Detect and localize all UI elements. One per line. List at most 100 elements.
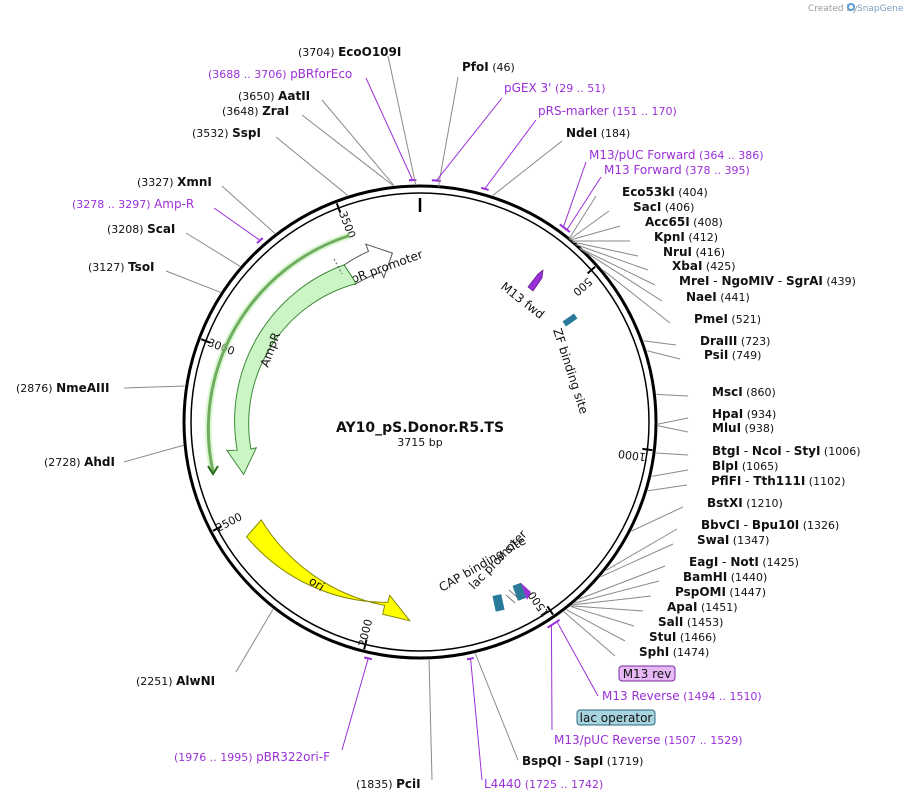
primer-range: (1507 .. 1529) bbox=[661, 734, 743, 747]
snapgene-logo-icon bbox=[847, 3, 855, 11]
enzyme-site-label[interactable]: XbaI (425) bbox=[672, 259, 735, 273]
enzyme-site-label[interactable]: PsiI (749) bbox=[704, 348, 761, 362]
svg-text:PfoI (46): PfoI (46) bbox=[462, 60, 515, 74]
enzyme-site-label[interactable]: (3327) XmnI bbox=[137, 175, 212, 189]
enzyme-separator: - bbox=[740, 444, 752, 458]
enzyme-site-label[interactable]: BspQI - SapI (1719) bbox=[522, 754, 643, 768]
enzyme-name: NaeI bbox=[686, 290, 717, 304]
enzyme-site-label[interactable]: PflFI - Tth111I (1102) bbox=[711, 474, 845, 488]
enzyme-site-label[interactable]: (3704) EcoO109I bbox=[298, 45, 401, 59]
primer-mark[interactable] bbox=[466, 656, 474, 661]
primer-label[interactable]: (3278 .. 3297) Amp-R bbox=[72, 197, 194, 211]
enzyme-site-label[interactable]: Acc65I (408) bbox=[645, 215, 723, 229]
primer-label[interactable]: (3688 .. 3706) pBRforEco bbox=[208, 67, 352, 81]
enzyme-site-label[interactable]: NruI (416) bbox=[663, 245, 725, 259]
enzyme-site-label[interactable]: StuI (1466) bbox=[649, 630, 716, 644]
enzyme-site-label[interactable]: BtgI - NcoI - StyI (1006) bbox=[712, 444, 861, 458]
enzyme-site-label[interactable]: BlpI (1065) bbox=[712, 459, 778, 473]
enzyme-name: HpaI bbox=[712, 407, 743, 421]
enzyme-name: XbaI bbox=[672, 259, 702, 273]
enzyme-site-label[interactable]: (3127) TsoI bbox=[88, 260, 155, 274]
svg-text:(3688 .. 3706) pBRforEco: (3688 .. 3706) pBRforEco bbox=[208, 67, 352, 81]
primer-label[interactable]: M13 Reverse (1494 .. 1510) bbox=[602, 689, 762, 703]
primer-name: pBRforEco bbox=[290, 67, 352, 81]
enzyme-site-label[interactable]: SacI (406) bbox=[633, 200, 694, 214]
enzyme-position: (938) bbox=[741, 422, 774, 435]
ruler-tick bbox=[642, 447, 653, 452]
primer-range: (378 .. 395) bbox=[682, 164, 750, 177]
enzyme-site-label[interactable]: BbvCI - Bpu10I (1326) bbox=[701, 518, 839, 532]
enzyme-site-label[interactable]: BstXI (1210) bbox=[707, 496, 783, 510]
leader-line bbox=[643, 340, 677, 346]
svg-text:(1976 .. 1995) pBR322ori-F: (1976 .. 1995) pBR322ori-F bbox=[174, 750, 330, 764]
primer-mark[interactable] bbox=[547, 621, 556, 629]
enzyme-position: (749) bbox=[728, 349, 761, 362]
enzyme-name: TsoI bbox=[128, 260, 154, 274]
enzyme-site-label[interactable]: MscI (860) bbox=[712, 385, 776, 399]
lac-promoter-mark[interactable] bbox=[512, 582, 531, 601]
primer-label[interactable]: M13/pUC Forward (364 .. 386) bbox=[589, 148, 764, 162]
primer-range: (29 .. 51) bbox=[551, 82, 605, 95]
enzyme-site-label[interactable]: (2251) AlwNI bbox=[136, 674, 215, 688]
ampr-promoter-arrow[interactable] bbox=[343, 243, 394, 285]
enzyme-position: (2251) bbox=[136, 675, 176, 688]
primer-name: pRS-marker bbox=[538, 104, 609, 118]
enzyme-site-label[interactable]: NdeI (184) bbox=[566, 126, 630, 140]
m13-fwd-mark[interactable] bbox=[527, 269, 544, 292]
leader-line bbox=[579, 247, 656, 286]
enzyme-site-label[interactable]: KpnI (412) bbox=[654, 230, 718, 244]
primer-label[interactable]: (1976 .. 1995) pBR322ori-F bbox=[174, 750, 330, 764]
primer-label[interactable]: L4440 (1725 .. 1742) bbox=[484, 777, 603, 791]
enzyme-site-label[interactable]: MluI (938) bbox=[712, 421, 774, 435]
enzyme-site-label[interactable]: PfoI (46) bbox=[462, 60, 515, 74]
enzyme-site-label[interactable]: Eco53kI (404) bbox=[622, 185, 708, 199]
enzyme-site-label[interactable]: (2728) AhdI bbox=[44, 455, 115, 469]
ori-arrow[interactable] bbox=[245, 519, 411, 622]
enzyme-name: XmnI bbox=[177, 175, 212, 189]
enzyme-position: (1719) bbox=[603, 755, 643, 768]
primer-name: L4440 bbox=[484, 777, 521, 791]
enzyme-position: (412) bbox=[685, 231, 718, 244]
zf-binding-site-mark[interactable] bbox=[562, 313, 578, 327]
enzyme-site-label[interactable]: (3648) ZraI bbox=[222, 104, 289, 118]
enzyme-site-label[interactable]: NaeI (441) bbox=[686, 290, 750, 304]
leader-line bbox=[570, 225, 621, 241]
enzyme-position: (1347) bbox=[729, 534, 769, 547]
enzyme-site-label[interactable]: EagI - NotI (1425) bbox=[689, 555, 799, 569]
enzyme-site-label[interactable]: SphI (1474) bbox=[639, 645, 709, 659]
primer-label[interactable]: pGEX 3' (29 .. 51) bbox=[504, 81, 606, 95]
enzyme-site-label[interactable]: SalI (1453) bbox=[658, 615, 723, 629]
leader-line bbox=[656, 393, 689, 397]
m13-rev-badge[interactable]: M13 rev bbox=[618, 665, 676, 682]
svg-text:NaeI (441): NaeI (441) bbox=[686, 290, 750, 304]
ampr-gene-arrow[interactable] bbox=[226, 264, 357, 476]
primer-label[interactable]: M13 Forward (378 .. 395) bbox=[604, 163, 750, 177]
cap-binding-site-mark[interactable] bbox=[492, 594, 505, 612]
enzyme-site-label[interactable]: DraIII (723) bbox=[700, 334, 770, 348]
leader-line bbox=[321, 99, 395, 186]
primer-label[interactable]: M13/pUC Reverse (1507 .. 1529) bbox=[554, 733, 743, 747]
lac-operator-badge[interactable]: lac operator bbox=[576, 709, 656, 726]
svg-text:(2728) AhdI: (2728) AhdI bbox=[44, 455, 115, 469]
ruler-tick bbox=[200, 338, 211, 344]
enzyme-site-label[interactable]: PspOMI (1447) bbox=[675, 585, 766, 599]
primer-mark[interactable] bbox=[563, 226, 571, 233]
leader-line bbox=[575, 243, 649, 271]
enzyme-site-label[interactable]: (2876) NmeAIII bbox=[16, 381, 109, 395]
enzyme-site-label[interactable]: (1835) PciI bbox=[356, 777, 421, 791]
primer-mark[interactable] bbox=[364, 656, 373, 661]
enzyme-site-label[interactable]: BamHI (1440) bbox=[683, 570, 767, 584]
enzyme-site-label[interactable]: PmeI (521) bbox=[694, 312, 761, 326]
enzyme-site-label[interactable]: (3532) SspI bbox=[192, 126, 261, 140]
enzyme-site-label[interactable]: (3208) ScaI bbox=[107, 222, 175, 236]
leader-line bbox=[574, 580, 660, 604]
ruler-tick bbox=[546, 605, 554, 616]
leader-line bbox=[563, 611, 616, 657]
primer-label[interactable]: pRS-marker (151 .. 170) bbox=[538, 104, 677, 118]
enzyme-site-label[interactable]: (3650) AatII bbox=[238, 89, 310, 103]
enzyme-site-label[interactable]: ApaI (1451) bbox=[667, 600, 738, 614]
enzyme-site-label[interactable]: MreI - NgoMIV - SgrAI (439) bbox=[679, 274, 856, 288]
leader-line bbox=[646, 350, 681, 360]
enzyme-site-label[interactable]: HpaI (934) bbox=[712, 407, 776, 421]
enzyme-site-label[interactable]: SwaI (1347) bbox=[697, 533, 769, 547]
